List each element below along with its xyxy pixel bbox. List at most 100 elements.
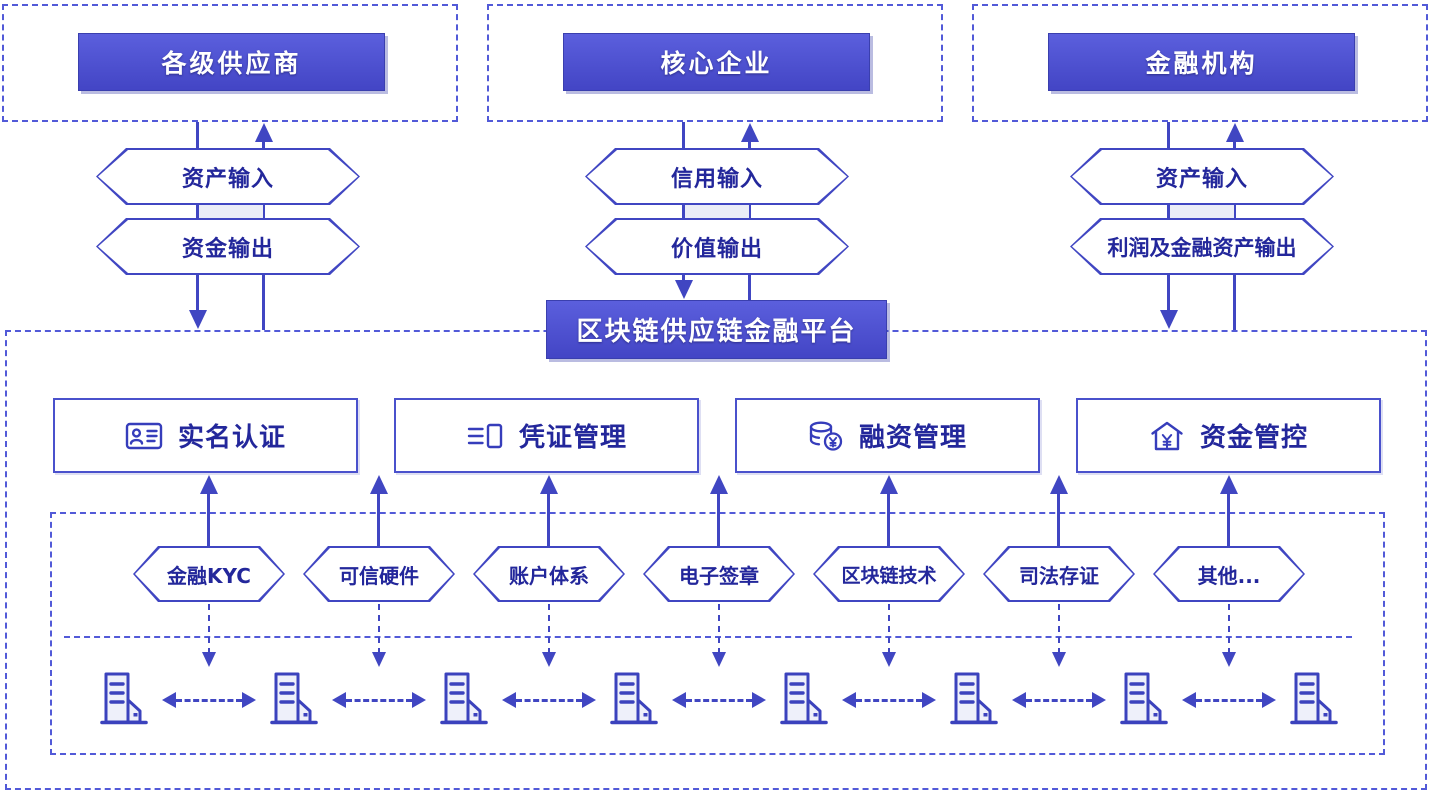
capability-hexagon-others: 其他...	[1153, 546, 1305, 602]
capability-hexagon-blockchain-tech: 区块链技术	[813, 546, 965, 602]
flow-label: 资金输出	[98, 220, 358, 273]
capability-up-line	[377, 492, 380, 548]
building-icon	[436, 670, 492, 732]
module-label: 融资管理	[858, 423, 967, 453]
capability-down-line	[718, 604, 720, 654]
arrow-left-icon	[332, 692, 346, 708]
dashed-link-line	[516, 698, 582, 702]
arrow-right-icon	[752, 692, 766, 708]
arrow-up-icon	[741, 123, 759, 142]
arrow-down-icon	[675, 280, 693, 299]
capability-label: 可信硬件	[305, 548, 453, 600]
flow-hexagon-value-output: 价值输出	[585, 218, 849, 275]
arrow-down-icon	[882, 652, 896, 667]
platform-title-label: 区块链供应链金融平台	[576, 317, 857, 347]
capability-down-line	[548, 604, 550, 654]
capability-down-line	[1228, 604, 1230, 654]
node-link-arrow	[1182, 691, 1276, 709]
capability-label: 司法存证	[985, 548, 1133, 600]
fund-house-icon	[1151, 421, 1183, 450]
module-label: 实名认证	[177, 423, 286, 453]
building-icon	[1116, 670, 1172, 732]
flow-hexagon-profit-output: 利润及金融资产输出	[1070, 218, 1334, 275]
entity-financial-institution-label: 金融机构	[1145, 49, 1258, 78]
platform-title: 区块链供应链金融平台	[546, 300, 887, 359]
building-icon	[266, 670, 322, 732]
module-real-name-auth: 实名认证	[53, 398, 358, 473]
arrow-up-icon	[1050, 475, 1068, 494]
dashed-link-line	[856, 698, 922, 702]
flow-hexagon-credit-input: 信用输入	[585, 148, 849, 205]
capability-down-line	[1058, 604, 1060, 654]
arrow-left-icon	[672, 692, 686, 708]
flow-label: 价值输出	[587, 220, 847, 273]
node-link-arrow	[842, 691, 936, 709]
flow-line-down	[196, 122, 199, 312]
arrow-left-icon	[162, 692, 176, 708]
arrow-up-icon	[370, 475, 388, 494]
building-icon	[1286, 670, 1342, 732]
entity-core-enterprise-label: 核心企业	[660, 49, 773, 78]
id-card-icon	[125, 422, 163, 449]
capability-hexagon-e-signature: 电子签章	[643, 546, 795, 602]
flow-gap-connector	[685, 205, 749, 218]
arrow-down-icon	[372, 652, 386, 667]
arrow-left-icon	[1012, 692, 1026, 708]
capability-hexagon-judicial-deposit: 司法存证	[983, 546, 1135, 602]
arrow-down-icon	[202, 652, 216, 667]
capability-label: 区块链技术	[815, 548, 963, 600]
capability-hexagon-trusted-hardware: 可信硬件	[303, 546, 455, 602]
certificate-icon	[467, 423, 503, 448]
entity-suppliers-label: 各级供应商	[161, 49, 302, 78]
arrow-up-icon	[1226, 123, 1244, 142]
arrow-up-icon	[880, 475, 898, 494]
entity-container-suppliers: 各级供应商	[2, 4, 458, 122]
capability-up-line	[887, 492, 890, 548]
arrow-left-icon	[842, 692, 856, 708]
arrow-up-icon	[1220, 475, 1238, 494]
arrow-left-icon	[1182, 692, 1196, 708]
building-icon	[776, 670, 832, 732]
coins-icon	[809, 421, 843, 451]
arrow-down-icon	[1222, 652, 1236, 667]
arrow-right-icon	[582, 692, 596, 708]
arrow-down-icon	[542, 652, 556, 667]
flow-line-down	[1167, 122, 1170, 312]
capability-up-line	[207, 492, 210, 548]
node-link-arrow	[502, 691, 596, 709]
flow-hexagon-asset-input-right: 资产输入	[1070, 148, 1334, 205]
module-financing-mgmt: 融资管理	[735, 398, 1040, 473]
capability-hexagon-kyc: 金融KYC	[133, 546, 285, 602]
arrow-right-icon	[412, 692, 426, 708]
capability-down-line	[208, 604, 210, 654]
capability-hexagon-account-system: 账户体系	[473, 546, 625, 602]
dashed-link-line	[1026, 698, 1092, 702]
arrow-up-icon	[710, 475, 728, 494]
arrow-left-icon	[502, 692, 516, 708]
flow-gap-connector	[199, 205, 263, 218]
capability-down-line	[378, 604, 380, 654]
entity-suppliers: 各级供应商	[78, 33, 385, 91]
capability-label: 金融KYC	[135, 548, 283, 600]
module-fund-control: 资金管控	[1076, 398, 1381, 473]
flow-label: 信用输入	[587, 150, 847, 203]
arrow-right-icon	[922, 692, 936, 708]
capability-label: 账户体系	[475, 548, 623, 600]
capability-up-line	[1227, 492, 1230, 548]
dashed-link-line	[346, 698, 412, 702]
flow-gap-connector	[1170, 205, 1234, 218]
capability-up-line	[1057, 492, 1060, 548]
arrow-right-icon	[1262, 692, 1276, 708]
flow-hexagon-asset-input: 资产输入	[96, 148, 360, 205]
building-icon	[946, 670, 1002, 732]
arrow-right-icon	[1092, 692, 1106, 708]
flow-label: 资产输入	[1072, 150, 1332, 203]
module-label: 凭证管理	[518, 423, 627, 453]
entity-container-financial-institution: 金融机构	[972, 4, 1428, 122]
arrow-down-icon	[712, 652, 726, 667]
node-link-arrow	[332, 691, 426, 709]
capability-label: 电子签章	[645, 548, 793, 600]
capability-up-line	[547, 492, 550, 548]
module-certificate-mgmt: 凭证管理	[394, 398, 699, 473]
capability-up-line	[717, 492, 720, 548]
